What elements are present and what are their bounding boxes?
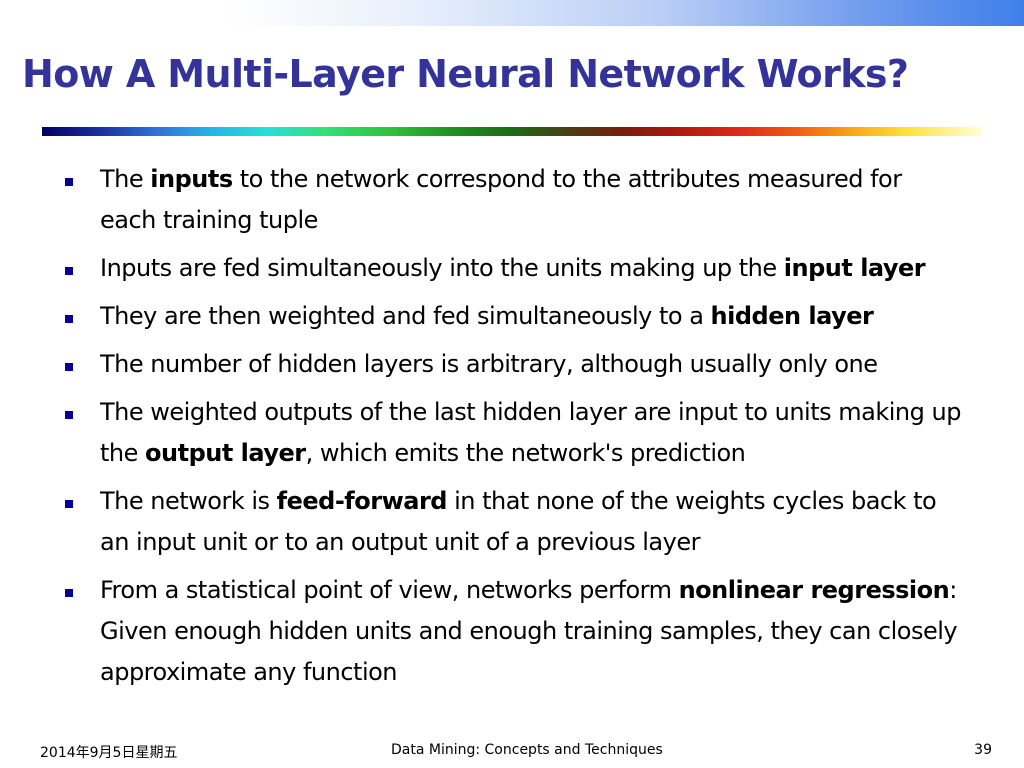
square-bullet-icon [65, 411, 73, 419]
square-bullet-icon [65, 589, 73, 597]
square-bullet-icon [65, 267, 73, 275]
bullet-bold-term: inputs [150, 165, 233, 193]
bullet-text: From a statistical point of view, networ… [100, 576, 679, 604]
bullet-bold-term: input layer [783, 254, 926, 282]
bullet-text: in that none of the weights cycles back … [100, 487, 937, 556]
bullet-item-input-layer: Inputs are fed simultaneously into the u… [0, 248, 1024, 289]
slide-title: How A Multi-Layer Neural Network Works? [22, 52, 909, 96]
bullet-bold-term: output layer [145, 439, 306, 467]
square-bullet-icon [65, 500, 73, 508]
bullet-item-output-layer: The weighted outputs of the last hidden … [0, 392, 1024, 474]
bullet-item-number-of-layers: The number of hidden layers is arbitrary… [0, 344, 1024, 385]
bullet-bold-term: feed-forward [276, 487, 448, 515]
square-bullet-icon [65, 363, 73, 371]
title-rainbow-rule [42, 127, 982, 136]
bullet-text: The network is [100, 487, 277, 515]
bullet-item-feed-forward: The network is feed-forward in that none… [0, 481, 1024, 563]
bullet-item-nonlinear-regression: From a statistical point of view, networ… [0, 570, 1024, 693]
square-bullet-icon [65, 178, 73, 186]
square-bullet-icon [65, 315, 73, 323]
bullet-text: The number of hidden layers is arbitrary… [100, 350, 878, 378]
bullet-bold-term: hidden layer [710, 302, 874, 330]
footer-page-number: 39 [974, 742, 992, 758]
bullet-item-inputs: The inputs to the network correspond to … [0, 159, 1024, 241]
top-gradient-band [0, 0, 1024, 26]
footer-date: 2014年9月5日星期五 [40, 745, 178, 761]
bullet-text: Inputs are fed simultaneously into the u… [100, 254, 784, 282]
bullet-text: : Given enough hidden units and enough t… [100, 576, 958, 686]
bullet-list: The inputs to the network correspond to … [0, 159, 1024, 700]
bullet-text: The [100, 165, 151, 193]
bullet-bold-term: nonlinear regression [678, 576, 950, 604]
footer-course-title: Data Mining: Concepts and Techniques [391, 742, 663, 758]
bullet-text: to the network correspond to the attribu… [100, 165, 902, 234]
bullet-text: They are then weighted and fed simultane… [100, 302, 711, 330]
bullet-text: , which emits the network's prediction [305, 439, 746, 467]
bullet-text: The weighted outputs of the last hidden … [100, 398, 961, 467]
bullet-item-hidden-layer: They are then weighted and fed simultane… [0, 296, 1024, 337]
